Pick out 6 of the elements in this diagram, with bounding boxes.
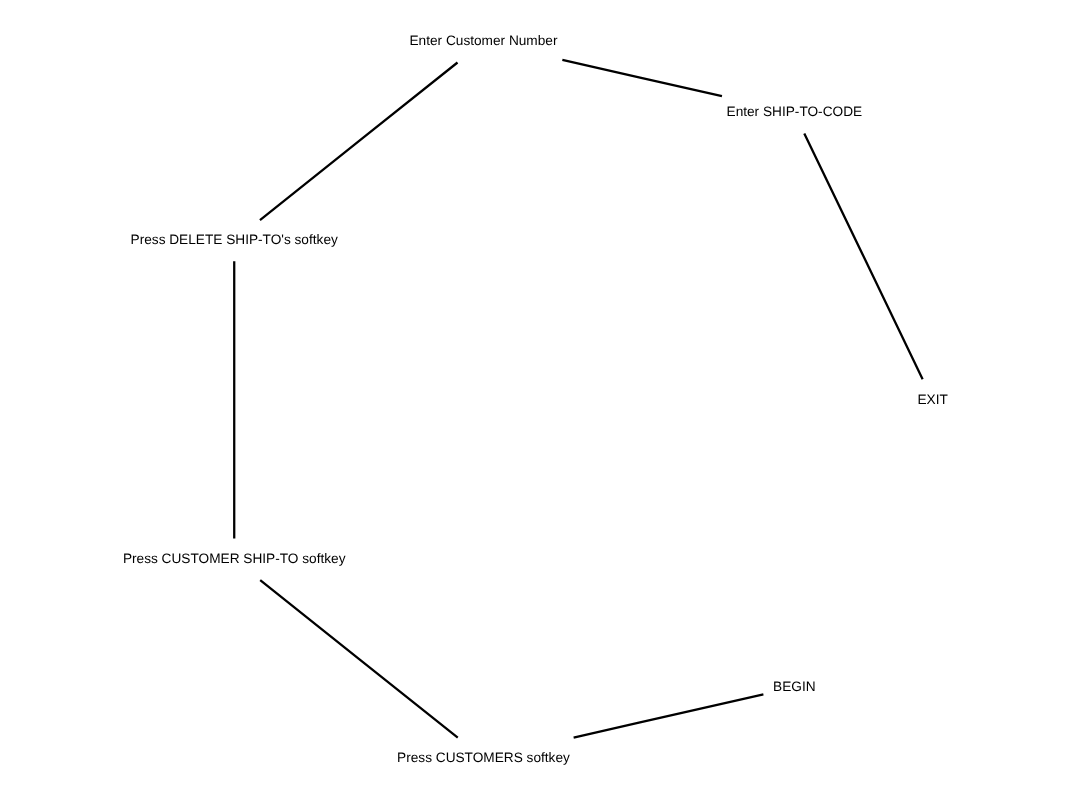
connector [561, 58, 722, 98]
connector [802, 132, 923, 380]
connector [258, 579, 458, 739]
connector [572, 693, 763, 739]
connector [258, 61, 458, 221]
connector [232, 261, 235, 539]
